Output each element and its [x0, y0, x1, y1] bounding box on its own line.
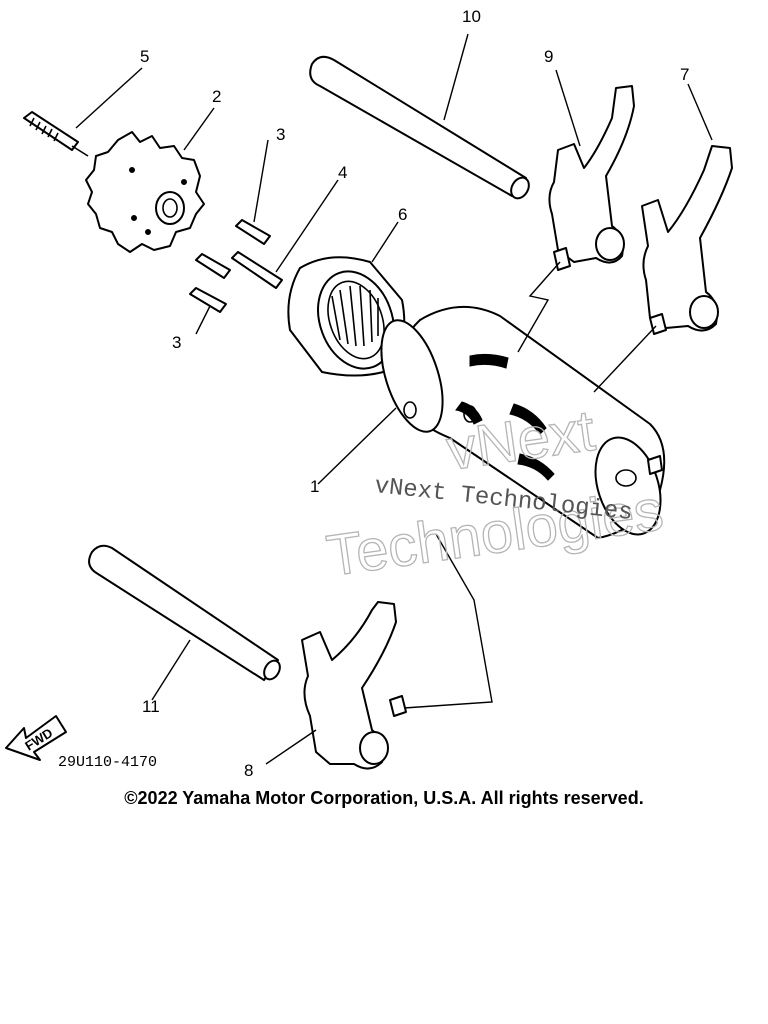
part-10-shaft [309, 33, 530, 200]
part-5-screw [23, 111, 89, 157]
part-2-segment [85, 131, 205, 253]
part-11-shaft [88, 544, 281, 701]
part-9-shift-fork [548, 69, 635, 271]
part-1-shift-cam [317, 261, 666, 709]
copyright-notice: ©2022 Yamaha Motor Corporation, U.S.A. A… [124, 788, 644, 808]
drawing-code: 29U110-4170 [58, 754, 157, 771]
callout-8: 8 [244, 761, 253, 780]
callout-6: 6 [398, 205, 407, 224]
callout-1: 1 [310, 477, 319, 496]
part-8-shift-fork [265, 601, 407, 770]
callout-4: 4 [338, 163, 347, 182]
part-7-shift-fork [641, 83, 733, 335]
callout-2: 2 [212, 87, 221, 106]
callout-5: 5 [140, 47, 149, 66]
fwd-arrow-icon: FWD [5, 715, 67, 761]
callout-11: 11 [142, 697, 160, 716]
part-4-pin [275, 179, 339, 273]
callout-3-upper: 3 [276, 125, 285, 144]
part-3-pins [189, 139, 283, 335]
callout-3-lower: 3 [172, 333, 181, 352]
callout-9: 9 [544, 47, 553, 66]
part-6-bearing [287, 221, 406, 377]
callout-10: 10 [462, 7, 481, 26]
callout-7: 7 [680, 65, 689, 84]
